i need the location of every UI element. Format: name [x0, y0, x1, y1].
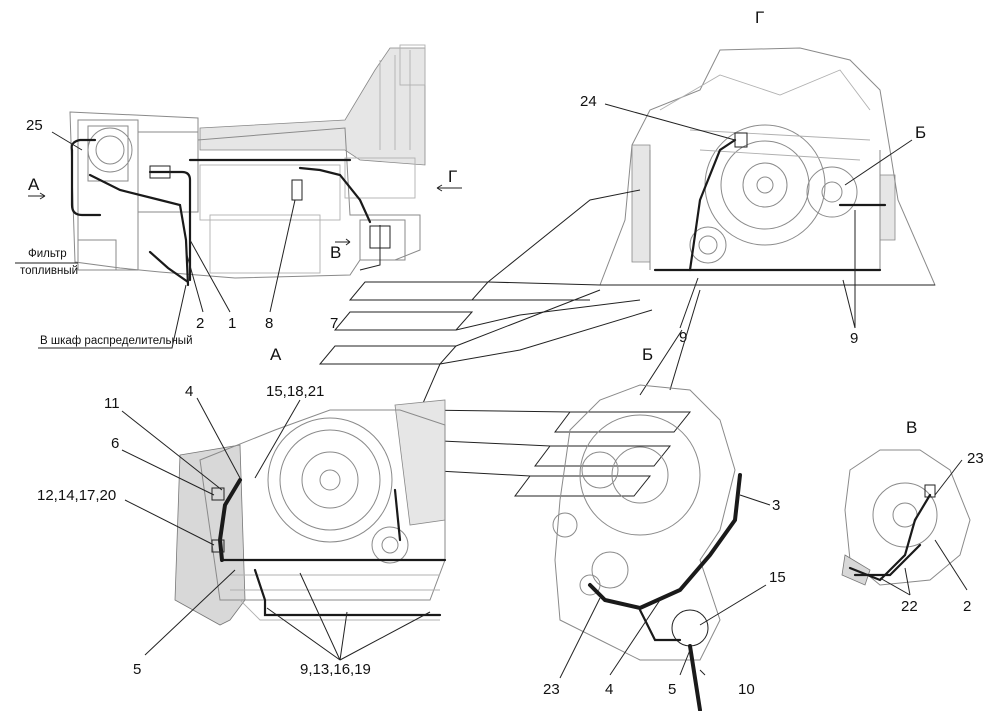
callout-5-b: 5: [668, 681, 676, 698]
callout-9-left: 9: [679, 329, 687, 346]
callout-3: 3: [772, 497, 780, 514]
callout-2: 2: [196, 315, 204, 332]
callout-8: 8: [265, 315, 273, 332]
callout-9-right: 9: [850, 330, 858, 347]
callout-4-b: 4: [605, 681, 613, 698]
callout-22: 22: [901, 598, 918, 615]
callout-2-v: 2: [963, 598, 971, 615]
view-a: А 11 4 15,18,21 6 12,14,17,20 5 9,13,16,…: [37, 345, 447, 678]
callout-1: 1: [228, 315, 236, 332]
callout-15-18-21: 15,18,21: [266, 383, 324, 400]
section-label-g: Г: [755, 8, 764, 27]
view-g: Г 24 Б 9 9: [580, 8, 936, 396]
callout-23-v: 23: [967, 450, 984, 467]
engine-side-view: А Г В 25 2 1 8 7 Фильтр топливный В шкаф…: [15, 44, 462, 349]
view-v: В 23 22 2: [841, 418, 984, 615]
callout-7: 7: [330, 315, 338, 332]
callout-12-14-17-20: 12,14,17,20: [37, 487, 116, 504]
callout-25: 25: [26, 117, 43, 134]
view-arrow-g-label: Г: [448, 167, 457, 186]
view-arrow-v-label: В: [330, 243, 341, 262]
callout-5: 5: [133, 661, 141, 678]
section-label-a: А: [270, 345, 282, 364]
callout-6: 6: [111, 435, 119, 452]
exploded-panels: [318, 189, 692, 497]
callout-23-b: 23: [543, 681, 560, 698]
callout-9-13-16-19: 9,13,16,19: [300, 661, 371, 678]
callout-24: 24: [580, 93, 597, 110]
callout-11: 11: [104, 395, 120, 412]
callout-15-b: 15: [769, 569, 786, 586]
section-label-b: Б: [642, 345, 653, 364]
view-b: Б 3 15 23 4 5 10: [543, 345, 786, 711]
note-fuel-filter-2: топливный: [20, 265, 78, 277]
view-arrow-a-label: А: [28, 175, 40, 194]
callout-4: 4: [185, 383, 193, 400]
note-fuel-filter-1: Фильтр: [28, 248, 67, 260]
note-cabinet: В шкаф распределительный: [40, 335, 193, 347]
section-label-b-ref: Б: [915, 123, 926, 142]
section-label-v: В: [906, 418, 917, 437]
callout-10: 10: [738, 681, 755, 698]
